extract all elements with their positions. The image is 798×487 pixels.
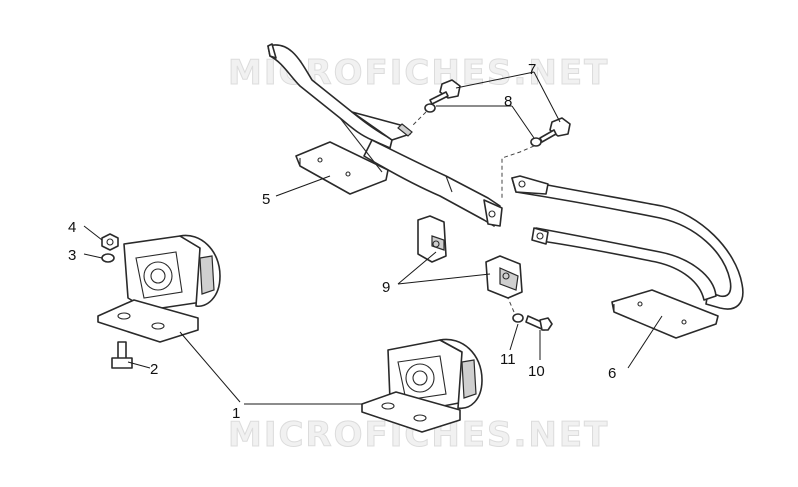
washer-3 bbox=[101, 253, 115, 263]
horn-left bbox=[97, 234, 221, 343]
callout-9: 9 bbox=[382, 279, 390, 296]
washer-lower bbox=[530, 137, 542, 147]
horn-right bbox=[361, 338, 483, 433]
left-rail-part bbox=[267, 43, 503, 227]
washer-11 bbox=[512, 313, 524, 323]
bracket-lower bbox=[485, 255, 523, 299]
callout-7: 7 bbox=[528, 61, 536, 78]
callout-4: 4 bbox=[68, 219, 76, 236]
nut-4 bbox=[101, 233, 119, 251]
bolt-lower bbox=[539, 117, 571, 143]
callout-1: 1 bbox=[232, 405, 240, 422]
callout-8: 8 bbox=[504, 93, 512, 110]
right-rail-part bbox=[511, 175, 744, 339]
callout-2: 2 bbox=[150, 361, 158, 378]
bolt-10 bbox=[525, 315, 553, 331]
bracket-upper bbox=[417, 215, 447, 263]
callout-10: 10 bbox=[528, 363, 545, 380]
callout-6: 6 bbox=[608, 365, 616, 382]
callout-11: 11 bbox=[500, 351, 516, 368]
callout-5: 5 bbox=[262, 191, 270, 208]
screw-2 bbox=[111, 341, 133, 369]
callout-3: 3 bbox=[68, 247, 76, 264]
bolt-upper bbox=[429, 79, 461, 105]
washer-upper bbox=[424, 103, 436, 113]
